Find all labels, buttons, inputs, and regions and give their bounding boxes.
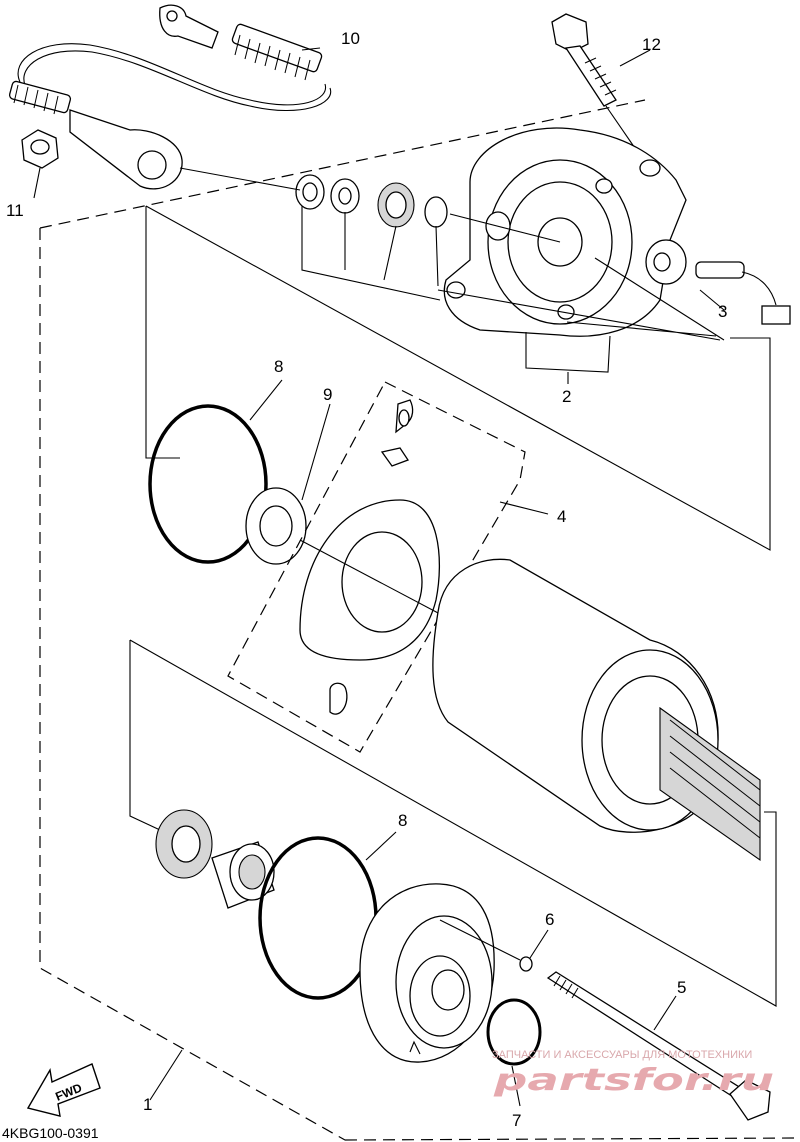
watermark-logo: partsfor.ru xyxy=(492,1063,774,1098)
fwd-arrow-icon: FWD xyxy=(26,1063,101,1117)
callout-2: 2 xyxy=(562,387,571,406)
callout-9: 9 xyxy=(323,385,332,404)
rear-cover xyxy=(359,883,521,1063)
part-12-bolt xyxy=(551,13,651,171)
callout-8-lower: 8 xyxy=(398,811,407,830)
part-8-o-ring-lower xyxy=(258,836,378,1000)
cover-section-outline xyxy=(145,205,771,551)
part-7-o-ring xyxy=(486,998,542,1066)
part-4-brush-holder-kit xyxy=(227,381,549,753)
callout-4: 4 xyxy=(557,507,566,526)
callout-3: 3 xyxy=(718,302,727,321)
callout-7: 7 xyxy=(512,1111,521,1130)
motor-yoke xyxy=(129,558,777,1007)
part-9-washer xyxy=(245,487,307,565)
part-8-o-ring-upper xyxy=(148,404,268,564)
leader-lines xyxy=(33,47,725,1107)
diagram-code: 4KBG100-0391 xyxy=(2,1125,99,1141)
callout-8-upper: 8 xyxy=(274,357,283,376)
bearing-and-seal xyxy=(155,809,275,909)
assembly-boundary xyxy=(39,99,800,1141)
callout-12: 12 xyxy=(642,35,661,54)
callout-10: 10 xyxy=(341,29,360,48)
callout-11: 11 xyxy=(6,201,24,220)
callout-1: 1 xyxy=(143,1095,152,1114)
callout-6: 6 xyxy=(545,910,554,929)
part-10-lead-wire xyxy=(8,4,332,190)
part-5-through-bolt xyxy=(546,971,771,1121)
part-3-terminal xyxy=(437,239,791,341)
callout-5: 5 xyxy=(677,978,686,997)
part-6-o-ring-small xyxy=(519,956,533,972)
cover-bushings xyxy=(179,167,448,301)
part-2-front-cover xyxy=(443,127,687,384)
watermark-tagline: ЗАПЧАСТИ И АКСЕССУАРЫ ДЛЯ МОТОТЕХНИКИ xyxy=(492,1049,752,1061)
part-11-nut xyxy=(21,129,59,169)
